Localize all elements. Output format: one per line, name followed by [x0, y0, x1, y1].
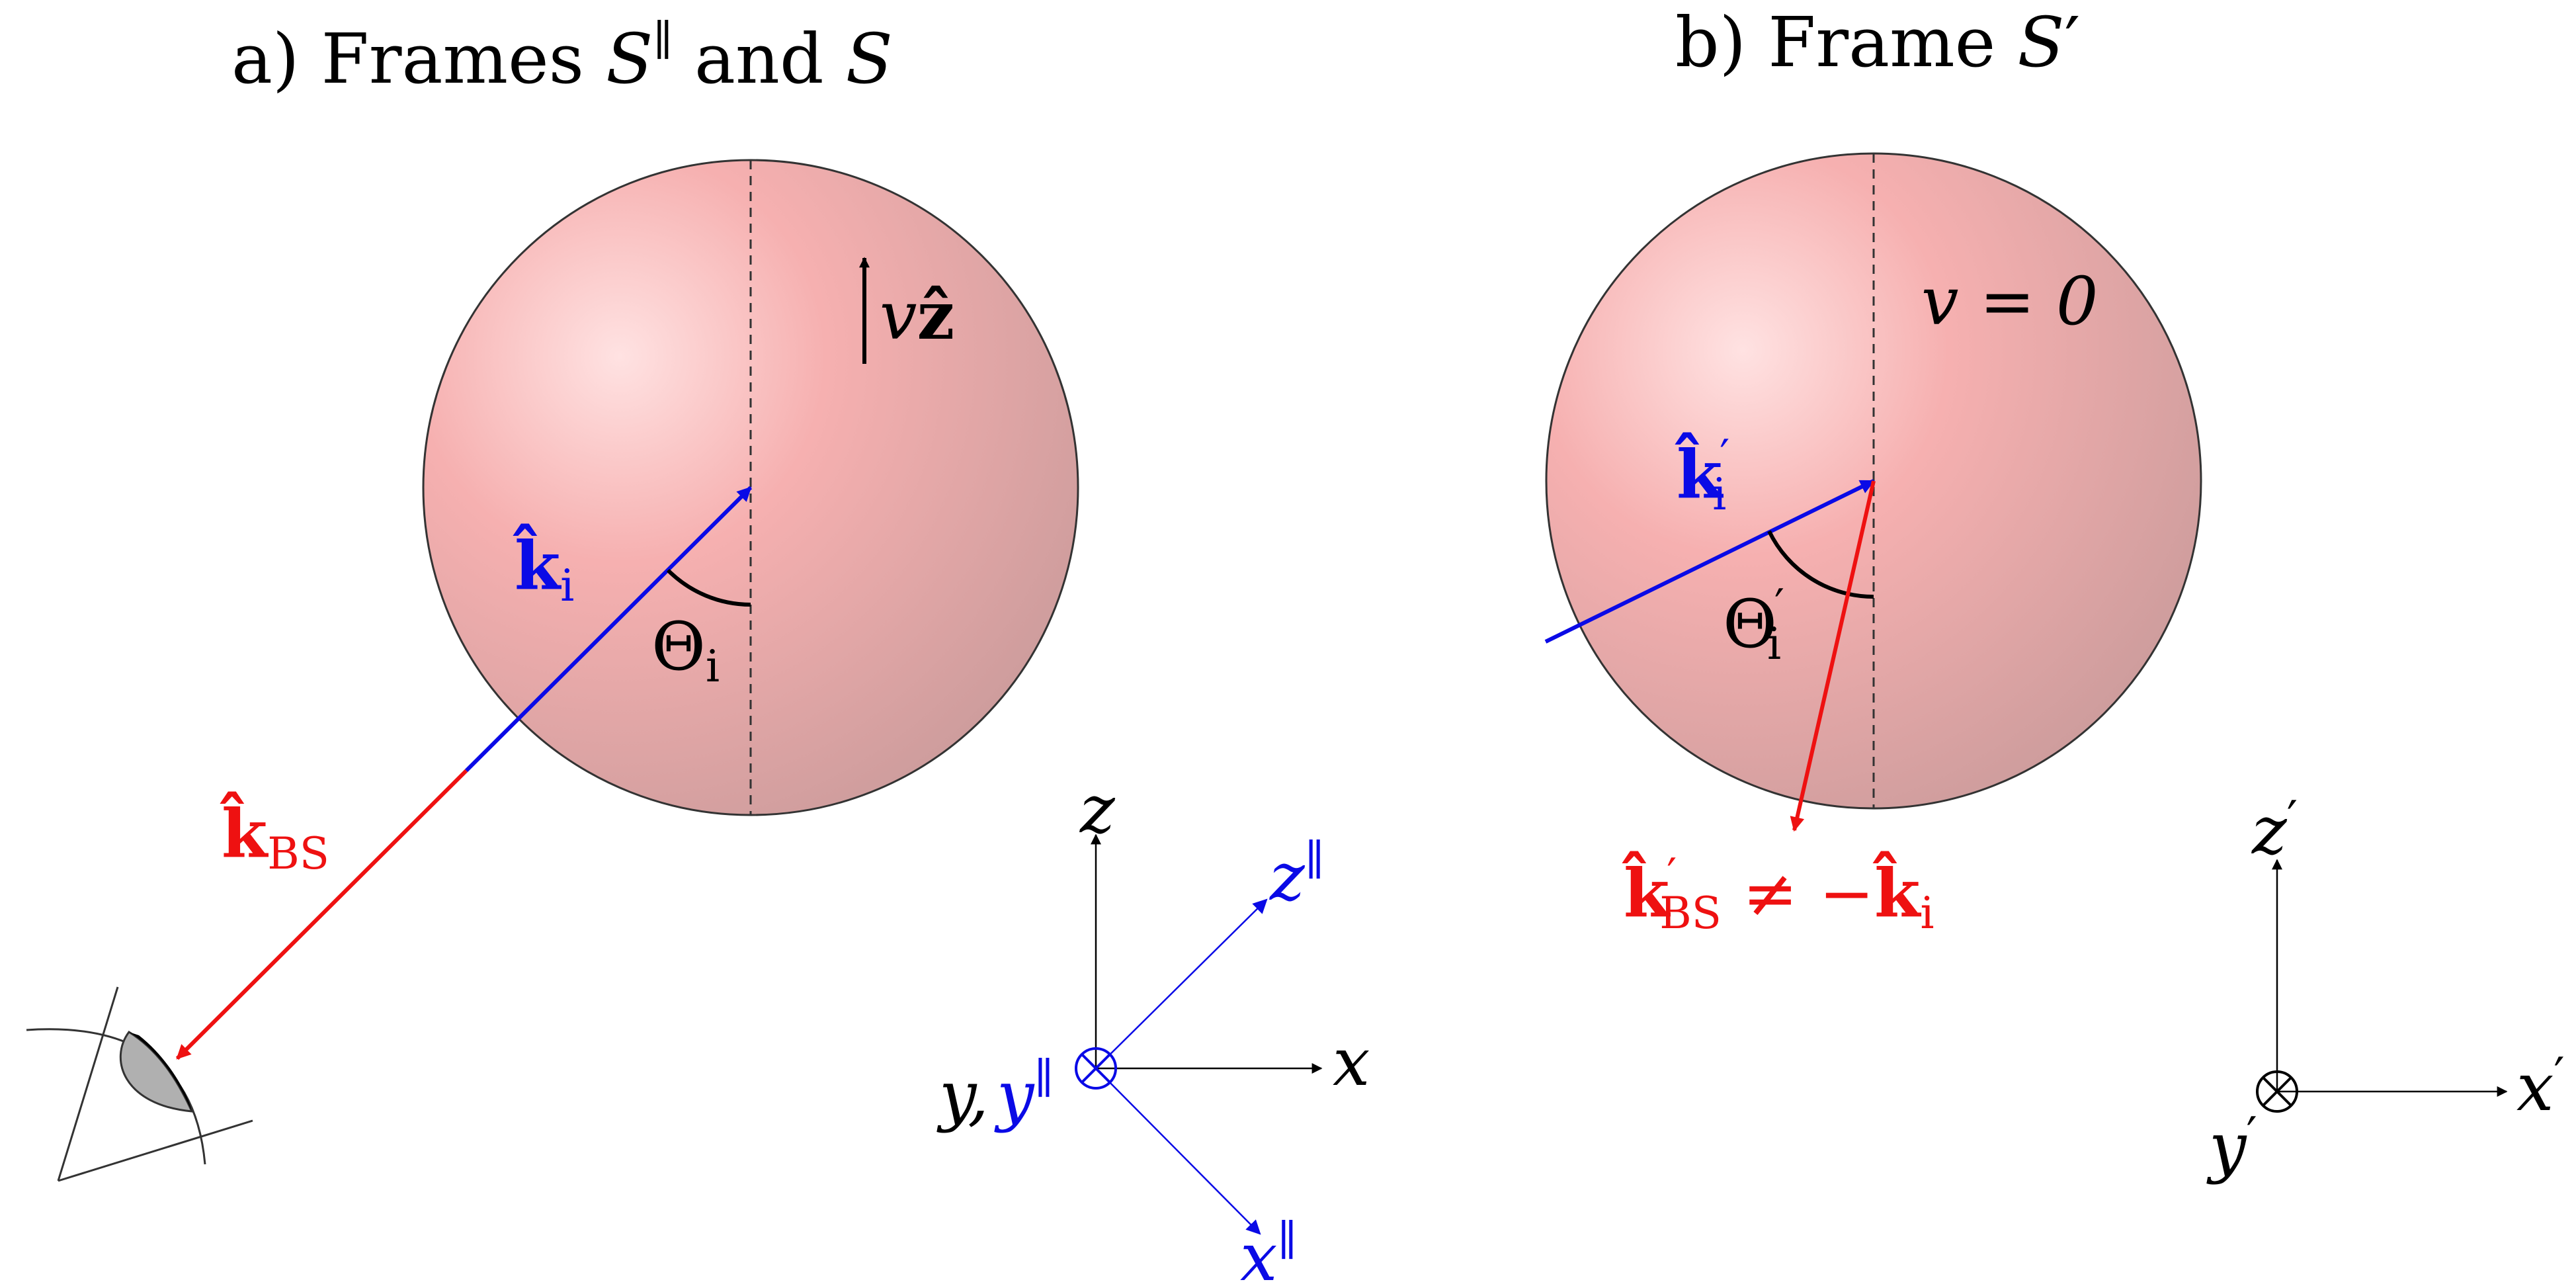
k-backscatter-arrow [175, 769, 468, 1060]
k-incident-prime-arrow [1544, 479, 1875, 644]
k-backscatter-label: k̂BS [220, 792, 329, 879]
theta-arc [666, 568, 751, 607]
axis-z-parallel [1095, 898, 1268, 1069]
axis-y-prime-label: y′ [2206, 1107, 2257, 1185]
panel-a-title: a) Frames S∥ and S [231, 17, 893, 99]
axis-y-label: y,y∥ [936, 1054, 1054, 1134]
panel-b-title: b) Frame S′ [1675, 2, 2080, 83]
k-bs-prime-arrow [1790, 480, 1876, 832]
axes-b: z′ x′ y′ [2206, 791, 2565, 1185]
axis-x-parallel-label: x∥ [1240, 1217, 1297, 1288]
axis-x-label: x [1333, 1023, 1370, 1101]
panel-a: a) Frames S∥ and S vẑ k̂i Θi k̂BS z [26, 17, 1370, 1288]
theta-label: Θi [651, 608, 720, 692]
axis-x-prime-label: x′ [2516, 1047, 2565, 1126]
axis-y-into-page [1075, 1047, 1117, 1090]
panel-b: b) Frame S′ v = 0 k̂′i Θ′i k̂′BS ≠ −k̂i … [1544, 2, 2565, 1185]
axes-a: z x z∥ x∥ y,y∥ [936, 771, 1370, 1288]
k-incident-label: k̂i [513, 524, 575, 611]
axis-z-parallel-label: z∥ [1269, 836, 1324, 916]
axis-y-prime-into-page [2256, 1070, 2298, 1113]
k-incident-prime-label: k̂′i [1675, 431, 1729, 520]
velocity-zero-label: v = 0 [1921, 263, 2098, 340]
theta-prime-label: Θ′i [1723, 580, 1784, 669]
theta-prime-arc [1767, 530, 1874, 599]
axis-z-prime-label: z′ [2251, 791, 2298, 869]
axis-x-parallel [1095, 1068, 1261, 1235]
k-incident-arrow [464, 486, 753, 773]
eye-icon [26, 986, 253, 1182]
velocity-label: vẑ [880, 277, 954, 355]
axis-z-label: z [1079, 771, 1116, 848]
k-bs-prime-label: k̂′BS ≠ −k̂i [1622, 849, 1934, 939]
